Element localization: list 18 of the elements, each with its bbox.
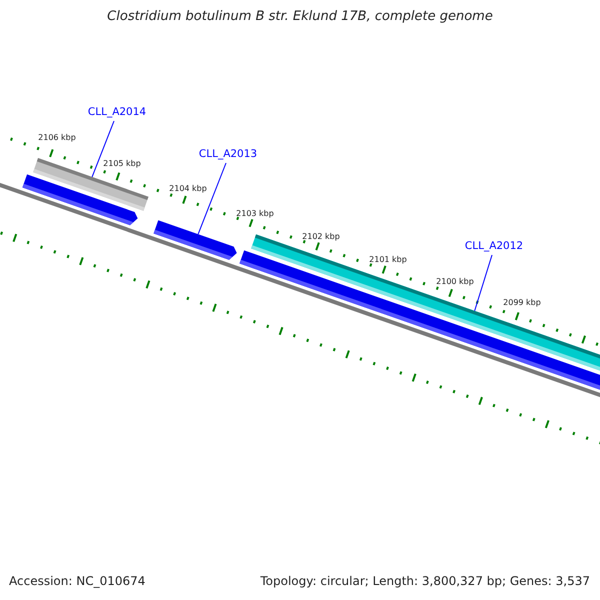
footer-text: Topology: circular; Length: 3,800,327 bp; Genes: 3,537 xyxy=(260,575,590,588)
chart-title: Clostridium botulinum B str. Eklund 17B, complete genome xyxy=(106,10,494,24)
tick-label: 2106 kbp xyxy=(38,134,76,143)
leader-line xyxy=(474,254,492,312)
tick-label: 2100 kbp xyxy=(436,278,474,287)
gene-label: CLL_A2014 xyxy=(82,107,152,119)
leader-line xyxy=(198,162,226,235)
tick-label: 2101 kbp xyxy=(369,256,407,265)
tick-label: 2102 kbp xyxy=(302,233,340,242)
gene-label: CLL_A2012 xyxy=(459,241,529,253)
tick-label: 2103 kbp xyxy=(236,210,274,219)
tick-label: 2104 kbp xyxy=(169,185,207,194)
cds-bar xyxy=(154,220,237,260)
gene-label: CLL_A2013 xyxy=(193,149,263,161)
tick-label: 2105 kbp xyxy=(103,160,141,169)
leader-line xyxy=(92,120,114,178)
footer-text: Accession: NC_010674 xyxy=(9,575,146,588)
tick-label: 2099 kbp xyxy=(503,299,541,308)
